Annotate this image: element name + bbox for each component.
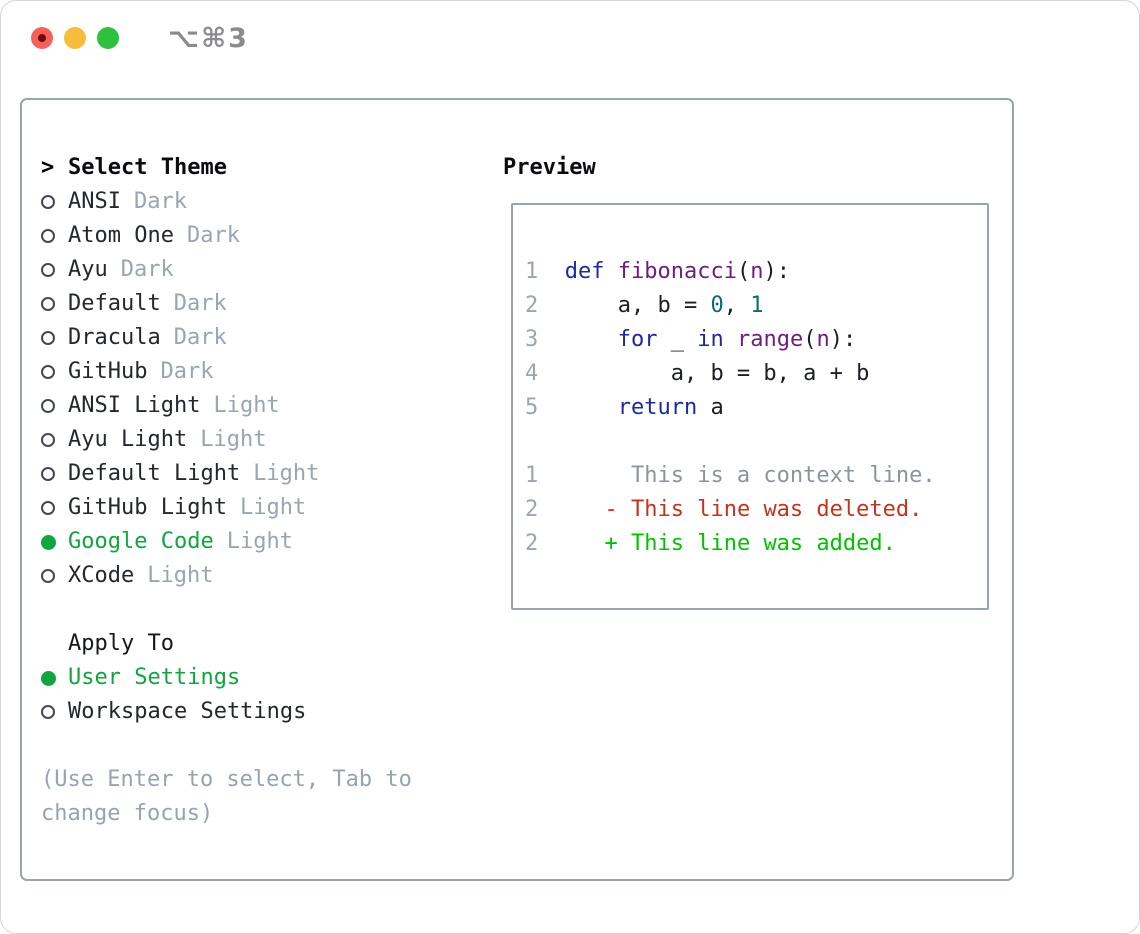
apply-option-label: User Settings <box>68 665 241 690</box>
theme-variant: Light <box>226 529 293 554</box>
apply-to-header: Apply To <box>41 627 412 661</box>
diff-context-line: 1 This is a context line. <box>525 463 936 488</box>
theme-name: Default Light <box>68 461 241 486</box>
theme-option-ansi-light[interactable]: ANSI Light Light <box>41 389 412 423</box>
cursor-icon: > <box>41 155 55 180</box>
spacer <box>41 593 412 627</box>
main-panel: > Select Theme ANSI Dark Atom One Dark A… <box>20 98 1014 881</box>
theme-variant: Light <box>253 461 320 486</box>
blank-code-line <box>525 425 987 459</box>
theme-menu-title: Select Theme <box>68 155 227 180</box>
code-line-3: 3 for _ in range(n): <box>525 327 857 352</box>
theme-option-ayu-light[interactable]: Ayu Light Light <box>41 423 412 457</box>
theme-name: Google Code <box>68 529 214 554</box>
radio-icon <box>41 365 68 379</box>
theme-option-ayu-dark[interactable]: Ayu Dark <box>41 253 412 287</box>
help-text-line2: change focus) <box>41 801 214 826</box>
theme-variant: Light <box>147 563 214 588</box>
theme-name: GitHub Light <box>68 495 227 520</box>
theme-option-dracula-dark[interactable]: Dracula Dark <box>41 321 412 355</box>
apply-to-title: Apply To <box>68 631 174 656</box>
theme-option-default-dark[interactable]: Default Dark <box>41 287 412 321</box>
spacer <box>41 729 412 763</box>
theme-option-google-code-light[interactable]: Google Code Light <box>41 525 412 559</box>
theme-name: Default <box>68 291 161 316</box>
window-title: ⌥⌘3 <box>168 23 249 54</box>
theme-option-github-dark[interactable]: GitHub Dark <box>41 355 412 389</box>
theme-variant: Dark <box>173 325 227 350</box>
theme-variant: Dark <box>120 257 174 282</box>
theme-variant: Light <box>239 495 307 520</box>
theme-menu-header: > Select Theme <box>41 151 412 185</box>
radio-icon <box>41 263 68 277</box>
theme-name: GitHub <box>68 359 148 384</box>
diff-deleted-line: 2 - This line was deleted. <box>525 497 923 522</box>
theme-variant: Dark <box>186 223 240 248</box>
minimize-button[interactable] <box>64 27 86 49</box>
code-line-4: 4 a, b = b, a + b <box>525 361 870 386</box>
theme-option-xcode-light[interactable]: XCode Light <box>41 559 412 593</box>
apply-option-workspace-settings[interactable]: Workspace Settings <box>41 695 412 729</box>
radio-selected-icon <box>41 534 68 550</box>
theme-name: Dracula <box>68 325 161 350</box>
radio-icon <box>41 467 68 481</box>
theme-name: Ayu Light <box>68 427 188 452</box>
help-text-line1: (Use Enter to select, Tab to <box>41 767 412 792</box>
theme-option-default-light[interactable]: Default Light Light <box>41 457 412 491</box>
radio-icon <box>41 331 68 345</box>
code-line-2: 2 a, b = 0, 1 <box>525 293 764 318</box>
apply-option-user-settings[interactable]: User Settings <box>41 661 412 695</box>
radio-icon <box>41 195 68 209</box>
theme-option-ansi-dark[interactable]: ANSI Dark <box>41 185 412 219</box>
radio-icon <box>41 433 68 447</box>
theme-variant: Light <box>213 393 280 418</box>
theme-option-atom-one-dark[interactable]: Atom One Dark <box>41 219 412 253</box>
theme-variant: Dark <box>160 359 214 384</box>
radio-icon <box>41 569 68 583</box>
theme-variant: Dark <box>173 291 227 316</box>
theme-name: Atom One <box>68 223 174 248</box>
zoom-button[interactable] <box>97 27 119 49</box>
code-line-1: 1 def fibonacci(n): <box>525 259 790 284</box>
titlebar: ⌥⌘3 <box>1 1 1139 75</box>
theme-variant: Dark <box>133 189 187 214</box>
theme-name: ANSI Light <box>68 393 201 418</box>
code-line-5: 5 return a <box>525 395 724 420</box>
diff-added-line: 2 + This line was added. <box>525 531 896 556</box>
radio-icon <box>41 501 68 515</box>
apply-option-label: Workspace Settings <box>68 699 307 724</box>
radio-selected-icon <box>41 670 68 686</box>
radio-icon <box>41 399 68 413</box>
radio-icon <box>41 229 68 243</box>
theme-option-github-light[interactable]: GitHub Light Light <box>41 491 412 525</box>
radio-icon <box>41 705 68 719</box>
preview-title: Preview <box>503 155 596 180</box>
radio-icon <box>41 297 68 311</box>
preview-pane: 1 def fibonacci(n): 2 a, b = 0, 1 3 for … <box>511 203 989 610</box>
theme-name: XCode <box>68 563 135 588</box>
theme-variant: Light <box>200 427 267 452</box>
close-button[interactable] <box>31 27 53 49</box>
theme-name: Ayu <box>68 257 108 282</box>
theme-menu: > Select Theme ANSI Dark Atom One Dark A… <box>41 151 412 831</box>
theme-name: ANSI <box>68 189 121 214</box>
